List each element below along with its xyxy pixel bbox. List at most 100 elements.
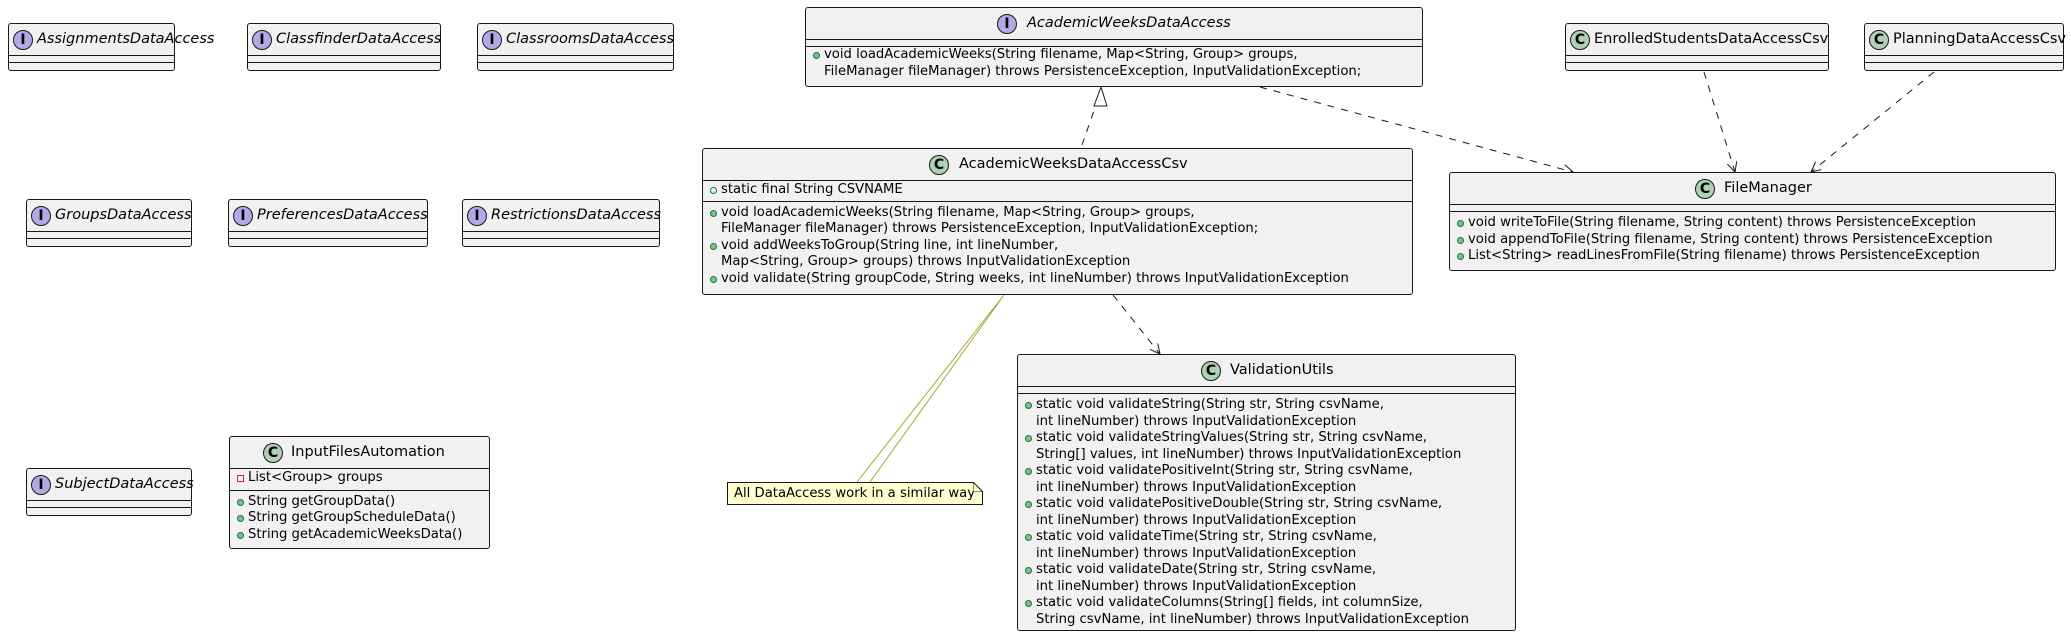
method-signature: void validate(String groupCode, String w…: [721, 270, 1349, 286]
interface-icon: I: [482, 30, 502, 50]
public-marker: [710, 209, 717, 217]
method-signature-cont: String csvName, int lineNumber) throws I…: [1036, 611, 1470, 627]
method-signature: static void validateTime(String str, Str…: [1036, 529, 1377, 544]
interface-icon: I: [233, 206, 253, 226]
fields-section: [1018, 386, 1515, 393]
methods-section: [27, 238, 191, 245]
method-signature-cont: int lineNumber) throws InputValidationEx…: [1036, 512, 1357, 528]
public-marker: [237, 498, 244, 506]
field-groups: List<Group> groups: [230, 470, 489, 487]
public-marker: [1457, 253, 1464, 260]
methods-section: [229, 238, 427, 245]
method-signature-cont: Map<String, Group> groups) throws InputV…: [721, 254, 1131, 269]
method-signature-cont: int lineNumber) throws InputValidationEx…: [1036, 413, 1357, 429]
interface-icon: I: [31, 475, 51, 495]
method-validate-positive-double: static void validatePositiveDouble(Strin…: [1018, 496, 1515, 529]
class-name: AcademicWeeksDataAccessCsv: [959, 156, 1188, 172]
method-signature-cont: FileManager fileManager) throws Persiste…: [824, 63, 1362, 79]
public-marker: [1025, 501, 1032, 508]
method-load-academic-weeks: void loadAcademicWeeks(String filename, …: [806, 47, 1422, 80]
interface-name: AcademicWeeksDataAccess: [1027, 15, 1231, 31]
dependency-edge-csv-validationutils: [1112, 294, 1160, 354]
note-connector: [856, 294, 1005, 483]
method-signature: List<String> readLinesFromFile(String fi…: [1468, 248, 1980, 263]
method-signature-cont: int lineNumber) throws InputValidationEx…: [1036, 545, 1357, 561]
private-marker: [237, 475, 244, 482]
method-get-group-schedule-data: String getGroupScheduleData(): [230, 510, 489, 527]
method-signature: void loadAcademicWeeks(String filename, …: [721, 204, 1195, 220]
class-icon: C: [1570, 30, 1590, 50]
interface-name: RestrictionsDataAccess: [491, 207, 662, 223]
methods-section: [1865, 62, 2063, 69]
methods-section: [9, 62, 174, 69]
interface-name: GroupsDataAccess: [55, 207, 192, 223]
method-signature: static void validateDate(String str, Str…: [1036, 562, 1377, 577]
interface-icon: I: [252, 30, 272, 50]
fields-section: [229, 231, 427, 238]
method-signature-cont: int lineNumber) throws InputValidationEx…: [1036, 578, 1357, 594]
method-append-to-file: void appendToFile(String filename, Strin…: [1450, 232, 2055, 249]
methods-section: [27, 507, 191, 514]
public-marker: [1457, 236, 1464, 244]
interface-icon: I: [13, 30, 33, 50]
public-marker: [710, 187, 717, 194]
class-name: InputFilesAutomation: [291, 444, 445, 460]
fields-section: [806, 39, 1422, 46]
fields-section: [27, 231, 191, 238]
method-get-academic-weeks-data: String getAcademicWeeksData(): [230, 527, 489, 544]
interface-name: ClassroomsDataAccess: [506, 31, 675, 47]
note: All DataAccess work in a similar way: [727, 482, 983, 505]
method-signature: void writeToFile(String filename, String…: [1468, 215, 1977, 230]
class-name: FileManager: [1724, 180, 1812, 196]
method-read-lines-from-file: List<String> readLinesFromFile(String fi…: [1450, 248, 2055, 265]
public-marker: [1025, 435, 1032, 442]
public-marker: [710, 242, 717, 250]
methods-section: void loadAcademicWeeks(String filename, …: [703, 200, 1412, 288]
dependency-edge-planning-filemanager: [1811, 71, 1935, 172]
fields-section: [1566, 55, 1828, 62]
methods-section: static void validateString(String str, S…: [1018, 393, 1515, 628]
class-icon: C: [1869, 30, 1889, 50]
fields-section: [248, 55, 440, 62]
interface-icon: I: [31, 206, 51, 226]
field-csvname: static final String CSVNAME: [703, 182, 1412, 199]
method-load-academic-weeks: void loadAcademicWeeks(String filename, …: [703, 205, 1412, 238]
interface-name: PreferencesDataAccess: [257, 207, 428, 223]
method-validate: void validate(String groupCode, String w…: [703, 271, 1412, 288]
fields-section: [9, 55, 174, 62]
fields-section: [463, 231, 659, 238]
methods-section: [463, 238, 659, 245]
public-marker: [237, 515, 244, 522]
dependency-edge-enrolled-filemanager: [1703, 71, 1735, 172]
class-icon: C: [1201, 361, 1221, 381]
note-fold-corner: [973, 482, 983, 492]
field-signature: static final String CSVNAME: [721, 182, 903, 197]
method-validate-string: static void validateString(String str, S…: [1018, 397, 1515, 430]
methods-section: [478, 62, 673, 69]
methods-section: [1566, 62, 1828, 69]
method-signature: String getGroupScheduleData(): [248, 510, 456, 525]
public-marker: [1025, 402, 1032, 409]
method-validate-string-values: static void validateStringValues(String …: [1018, 430, 1515, 463]
method-signature: static void validatePositiveDouble(Strin…: [1036, 496, 1443, 511]
method-signature: String getAcademicWeeksData(): [248, 526, 463, 542]
method-validate-time: static void validateTime(String str, Str…: [1018, 529, 1515, 562]
interface-name: AssignmentsDataAccess: [37, 31, 215, 47]
interface-name: SubjectDataAccess: [55, 476, 194, 492]
method-signature-cont: String[] values, int lineNumber) throws …: [1036, 446, 1462, 462]
public-marker: [813, 52, 820, 59]
